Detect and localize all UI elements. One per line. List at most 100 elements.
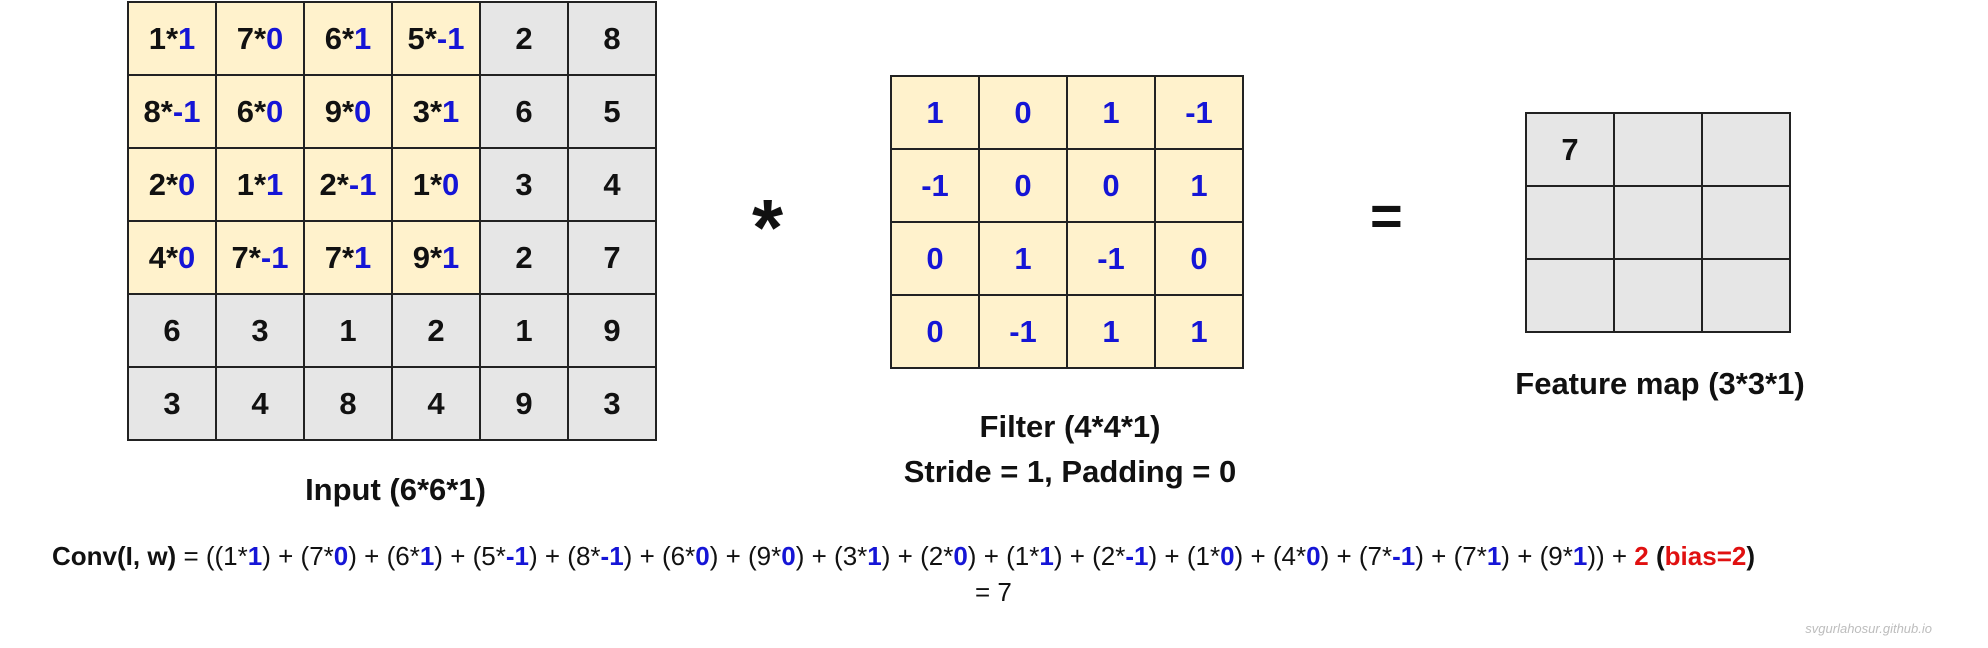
input-cell: 2*0 <box>127 147 217 222</box>
filter-weight: 1 <box>1190 314 1208 349</box>
filter-cell: 1 <box>978 221 1068 296</box>
input-cell: 3 <box>479 147 569 222</box>
input-cell: 8 <box>567 1 657 76</box>
bias-label: (bias=2) <box>1656 541 1756 571</box>
input-value: 6 <box>324 21 342 56</box>
input-cell: 1 <box>303 293 393 368</box>
input-cell: 7*-1 <box>215 220 305 295</box>
input-cell: 3 <box>215 293 305 368</box>
term-input: 2 <box>928 541 944 571</box>
filter-weight: 1 <box>354 240 372 275</box>
term-input: 6 <box>670 541 686 571</box>
feature-map-cell <box>1701 112 1791 187</box>
filter-caption-size: Filter (4*4*1) <box>979 409 1161 444</box>
multiply-sign: * <box>429 240 443 275</box>
input-value: 4 <box>148 240 166 275</box>
filter-weight: -1 <box>921 168 949 203</box>
term-input: 7 <box>1462 541 1477 571</box>
input-cell: 3 <box>127 366 217 441</box>
filter-weight: -1 <box>1185 95 1213 130</box>
filter-cell: 0 <box>890 221 980 296</box>
filter-weight: 1 <box>442 94 460 129</box>
multiply-sign: * <box>165 167 179 202</box>
term-weight: 0 <box>781 541 796 571</box>
input-value: 8 <box>143 94 161 129</box>
input-cell: 6 <box>127 293 217 368</box>
filter-cell: 1 <box>1154 294 1244 369</box>
convolution-operator: * <box>752 183 784 272</box>
multiply-sign: * <box>341 94 355 129</box>
multiply-sign: * <box>429 167 443 202</box>
input-cell: 6*0 <box>215 74 305 149</box>
feature-map-caption: Feature map (3*3*1) <box>1515 366 1805 401</box>
input-cell: 6*1 <box>303 1 393 76</box>
input-value: 9 <box>412 240 430 275</box>
bias-value: 2 <box>1634 541 1649 571</box>
term-weight: -1 <box>505 541 529 571</box>
filter-weight: 0 <box>354 94 372 129</box>
filter-weight: 1 <box>1014 241 1032 276</box>
input-cell: 9*1 <box>391 220 481 295</box>
multiply-sign: * <box>253 167 267 202</box>
input-cell: 1*1 <box>127 1 217 76</box>
term-input: 4 <box>1281 541 1296 571</box>
input-value: 2 <box>148 167 166 202</box>
equation-result: = 7 <box>975 577 1012 607</box>
input-caption: Input (6*6*1) <box>305 472 486 507</box>
feature-map-cell <box>1525 258 1615 333</box>
term-input: 1 <box>1014 541 1030 571</box>
input-value: 1 <box>148 21 166 56</box>
term-input: 5 <box>481 541 496 571</box>
term-input: 6 <box>395 541 410 571</box>
input-cell: 4 <box>215 366 305 441</box>
input-cell: 4*0 <box>127 220 217 295</box>
multiply-sign: * <box>253 21 267 56</box>
feature-map-row <box>1525 258 1791 333</box>
term-weight: -1 <box>1392 541 1416 571</box>
input-cell: 6 <box>479 74 569 149</box>
filter-weight: 1 <box>266 167 284 202</box>
term-input: 8 <box>575 541 591 571</box>
input-value: 7 <box>231 240 249 275</box>
filter-caption-stride: Stride = 1, Padding = 0 <box>903 454 1237 489</box>
term-weight: -1 <box>1125 541 1149 571</box>
input-value: 1 <box>236 167 254 202</box>
term-input: 2 <box>1100 541 1116 571</box>
filter-weight: 1 <box>178 21 196 56</box>
term-input: 7 <box>309 541 324 571</box>
input-value: 7 <box>324 240 342 275</box>
multiply-sign: * <box>341 21 355 56</box>
input-cell: 4 <box>567 147 657 222</box>
filter-weight: -1 <box>1009 314 1037 349</box>
term-input: 3 <box>842 541 858 571</box>
input-cell: 1 <box>479 293 569 368</box>
feature-map-matrix: 7 <box>1525 112 1791 333</box>
input-cell: 1*0 <box>391 147 481 222</box>
input-cell: 7*0 <box>215 1 305 76</box>
filter-cell: 0 <box>890 294 980 369</box>
term-weight: 0 <box>1220 541 1235 571</box>
feature-map-cell <box>1701 258 1791 333</box>
term-weight: -1 <box>600 541 624 571</box>
input-value: 5 <box>407 21 425 56</box>
filter-weight: 0 <box>1014 95 1032 130</box>
filter-cell: 0 <box>978 148 1068 223</box>
term-weight: 0 <box>695 541 710 571</box>
feature-map-cell <box>1613 185 1703 260</box>
feature-map-cell: 7 <box>1525 112 1615 187</box>
filter-cell: -1 <box>978 294 1068 369</box>
filter-weight: 1 <box>442 240 460 275</box>
feature-map-cell <box>1613 258 1703 333</box>
input-cell: 7*1 <box>303 220 393 295</box>
input-value: 7 <box>236 21 254 56</box>
term-input: 9 <box>756 541 772 571</box>
filter-cell: 1 <box>1066 75 1156 150</box>
input-cell: 3 <box>567 366 657 441</box>
